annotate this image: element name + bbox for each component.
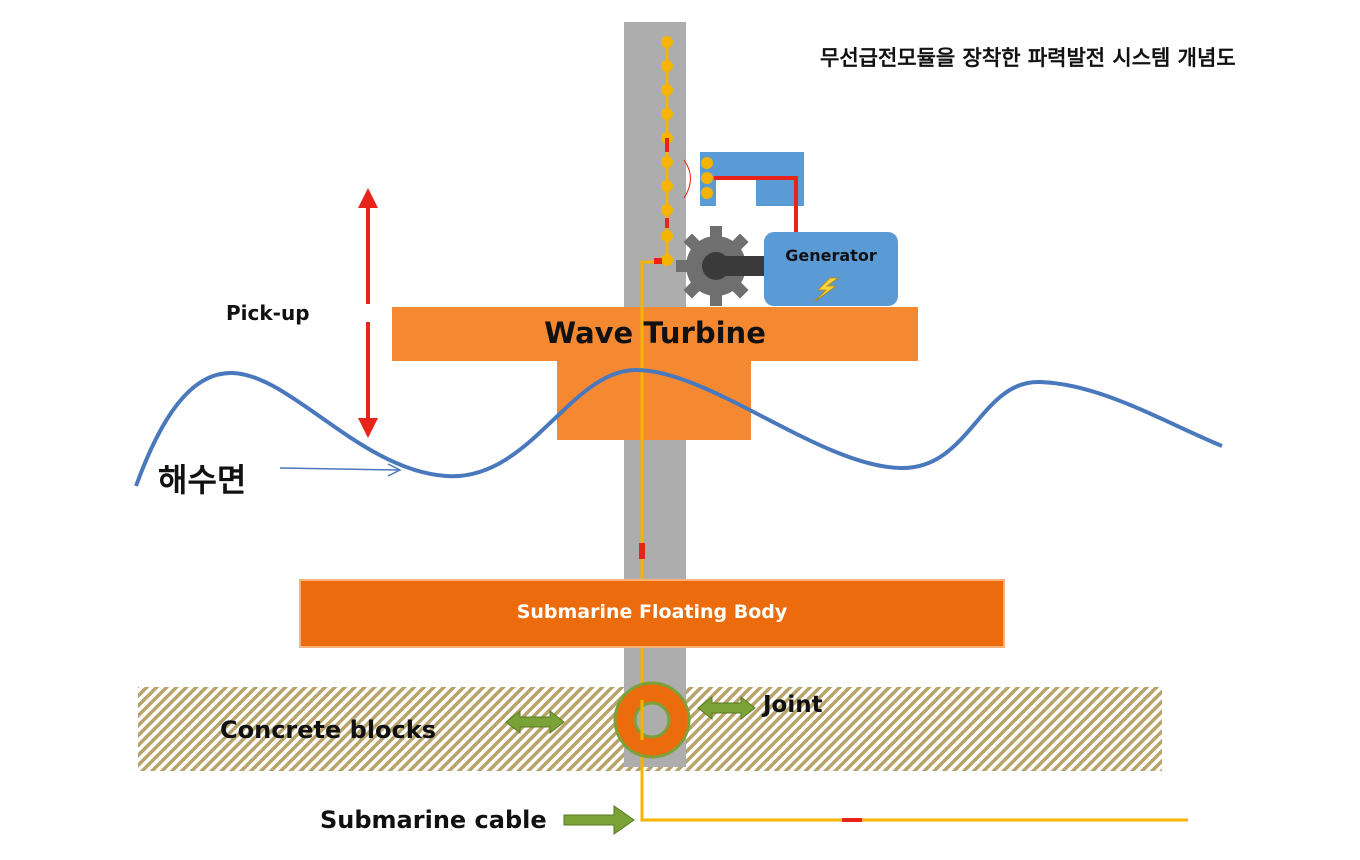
wave-turbine-top <box>392 307 918 361</box>
signal-mark-turbine <box>654 258 662 264</box>
pickup-label: Pick-up <box>226 301 310 325</box>
joint-double-arrow-right <box>697 695 756 721</box>
pickup-double-arrow <box>358 188 378 438</box>
gear-shaft <box>716 256 768 276</box>
signal-mark-cable <box>842 818 862 822</box>
floating-body-label: Submarine Floating Body <box>516 601 788 623</box>
submarine-floating-body <box>299 579 1005 648</box>
concrete-blocks-label: Concrete blocks <box>220 716 436 744</box>
lightning-bolt-icon <box>813 277 840 303</box>
power-line-vertical <box>640 260 1188 822</box>
sea-surface-pointer <box>279 463 402 477</box>
sea-surface-wave <box>134 367 1223 487</box>
joint-double-arrow-left <box>505 709 565 735</box>
sea-surface-label: 해수면 <box>158 461 247 499</box>
cable-pointer-arrow <box>563 805 635 835</box>
submarine-cable-label: Submarine cable <box>320 806 547 834</box>
joint-ring-hole <box>633 701 671 739</box>
wireless-module <box>683 152 804 232</box>
wave-turbine-label: Wave Turbine <box>544 316 766 350</box>
generator-box <box>764 232 898 306</box>
joint-label: Joint <box>763 692 823 718</box>
pickup-coil-chain <box>661 36 673 266</box>
generator-label: Generator <box>785 246 877 265</box>
page-title: 무선급전모듈을 장착한 파력발전 시스템 개념도 <box>820 46 1236 70</box>
signal-mark-pillar <box>639 543 645 559</box>
